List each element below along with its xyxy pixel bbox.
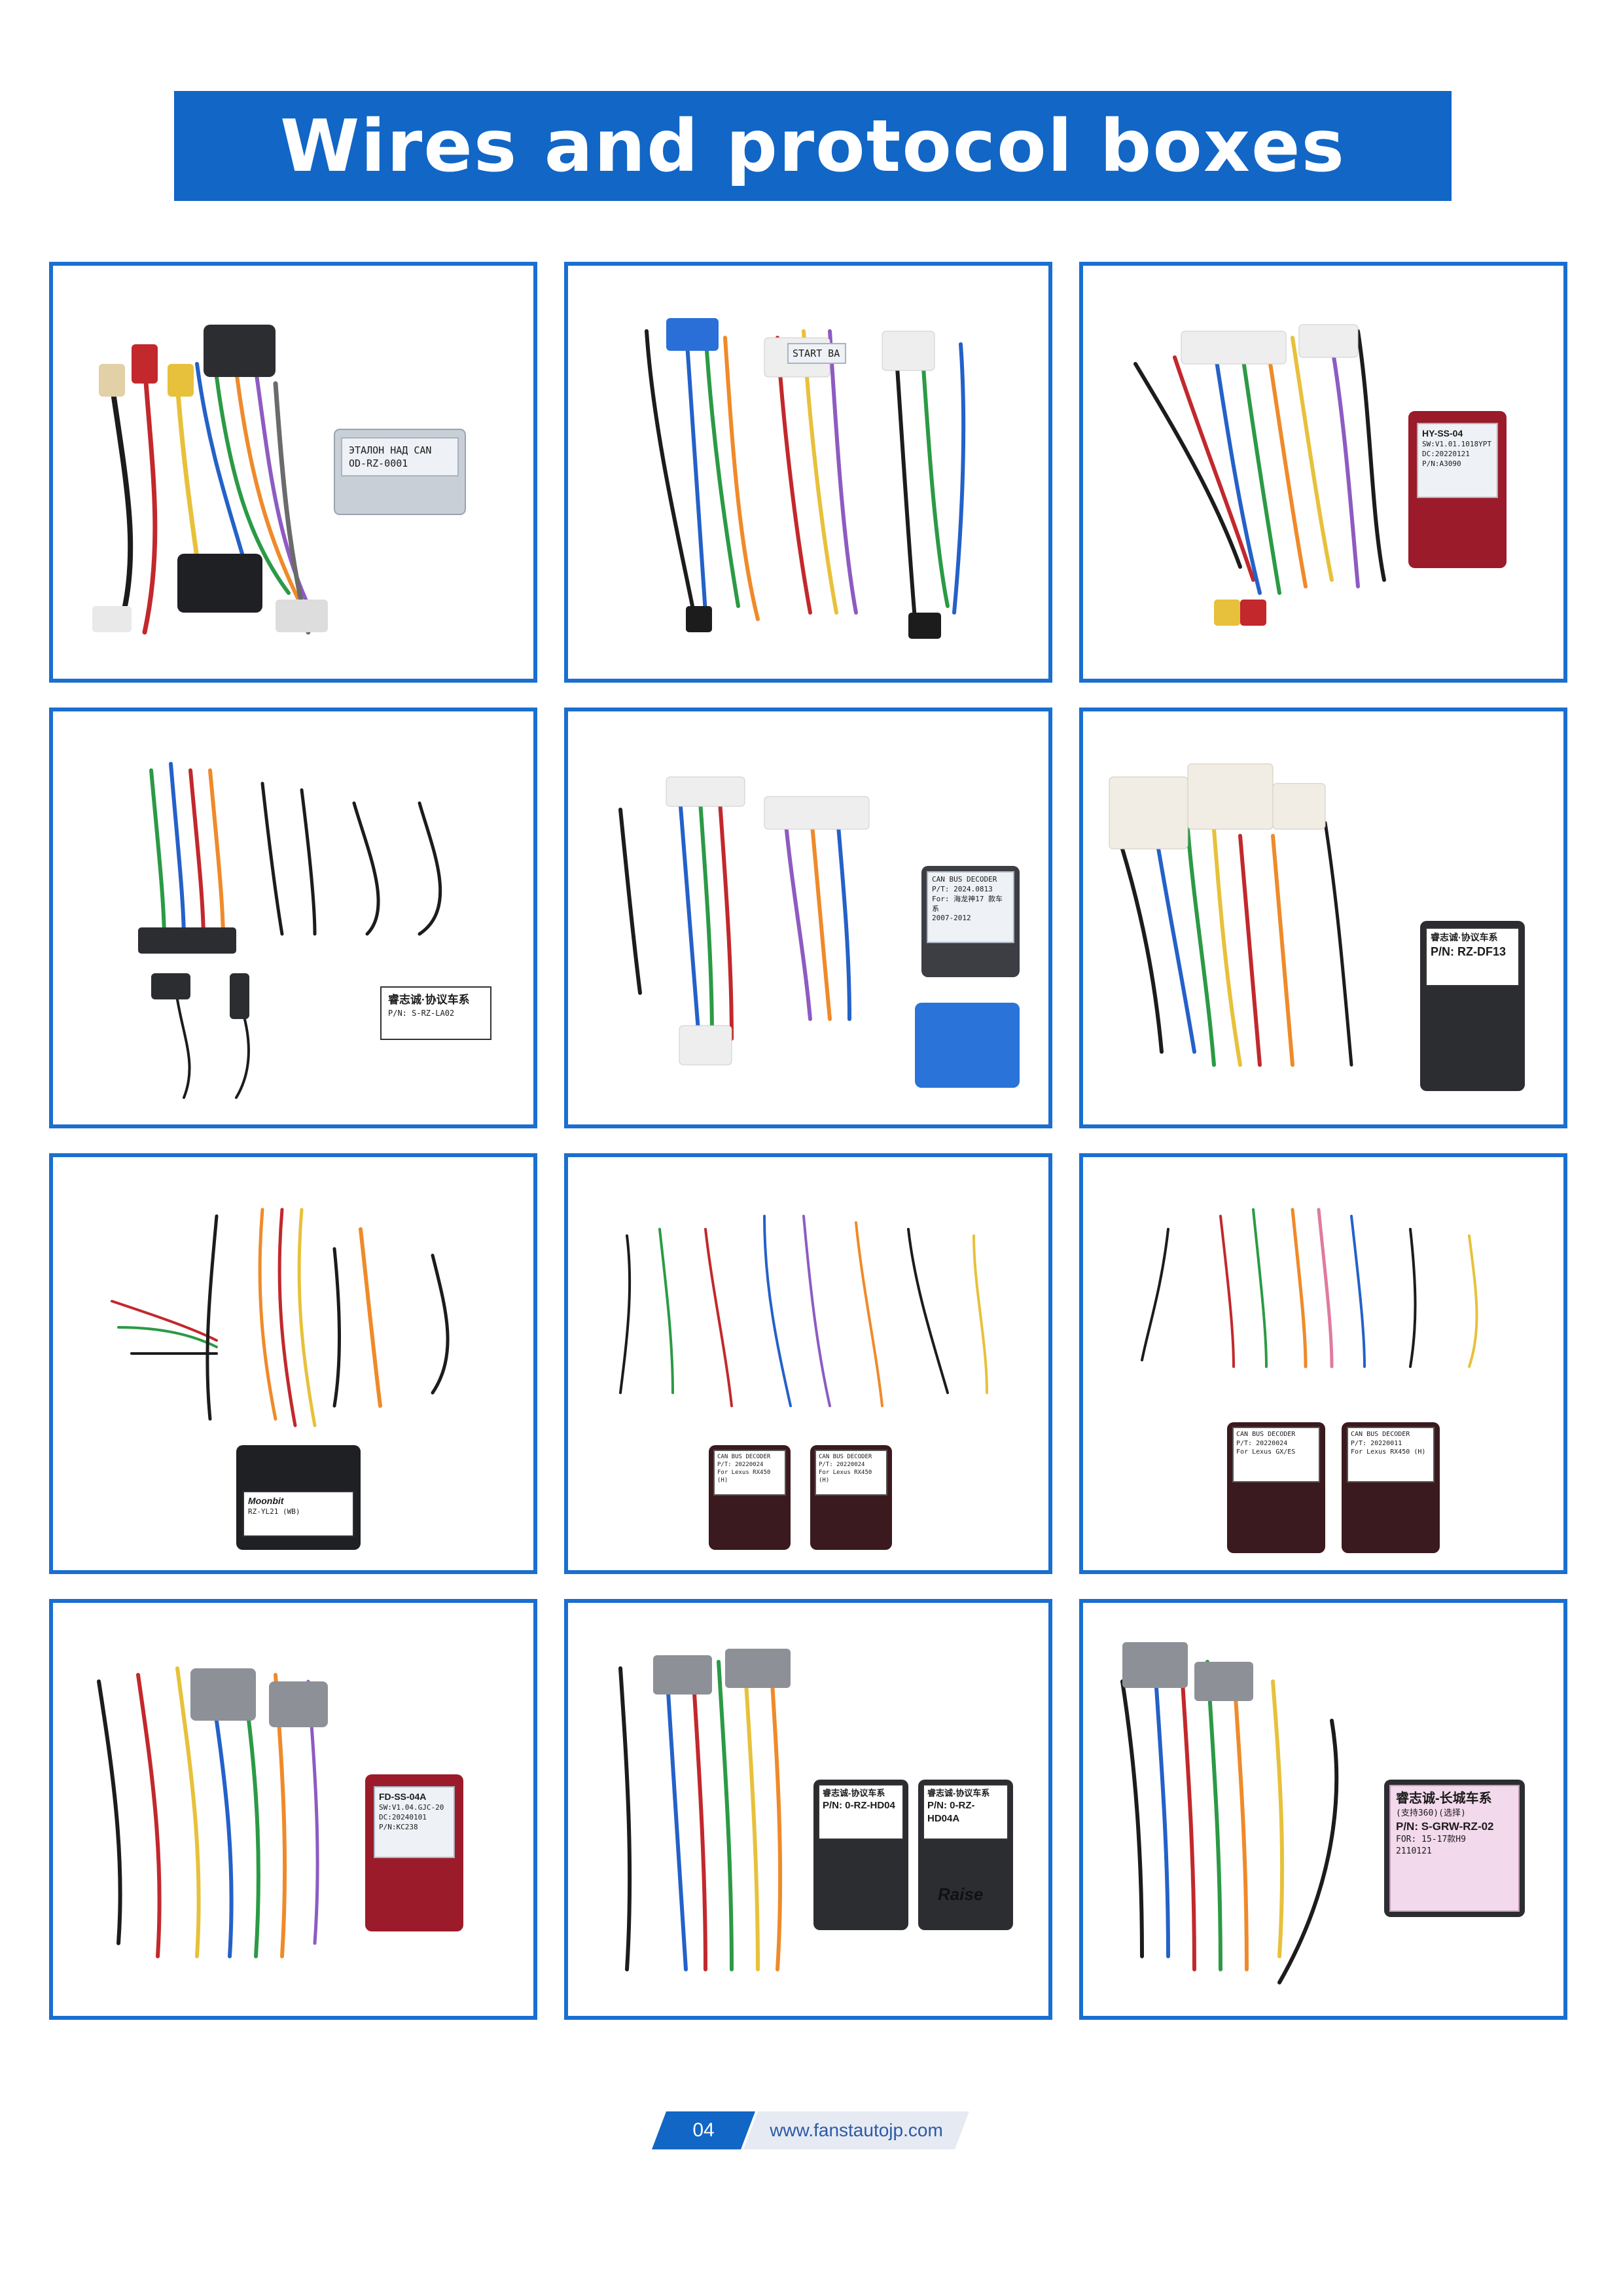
module-label: CAN BUS DECODER P/T: 20220024 For Lexus … xyxy=(1232,1427,1320,1482)
module-label: ЭТАЛОН НАД CAN OD-RZ-0001 xyxy=(341,437,459,476)
module-label: CAN BUS DECODER P/T: 20220024 For Lexus … xyxy=(713,1450,786,1496)
product-card-2: START BA xyxy=(564,262,1052,683)
harness-illustration-8 xyxy=(619,1215,988,1407)
module-label: CAN BUS DECODER P/T: 2024.0813 For: 海龙神1… xyxy=(927,871,1014,943)
module-label: 睿志诚-长城车系 (支持360)(选择) P/N: S-GRW-RZ-02 FO… xyxy=(1389,1785,1520,1912)
harness-illustration-9 xyxy=(1141,1208,1478,1369)
harness-illustration-2 xyxy=(645,318,966,639)
module-label: 睿志诚·协议车系 P/N: RZ-DF13 xyxy=(1425,927,1520,986)
harness-illustration-6 xyxy=(1109,763,1353,1067)
harness-illustration-1 xyxy=(92,325,466,635)
module-label: HY-SS-04 SW:V1.01.1018YPT DC:20220121 P/… xyxy=(1417,423,1498,498)
page-number: 04 xyxy=(652,2111,755,2149)
product-card-5: CAN BUS DECODER P/T: 2024.0813 For: 海龙神1… xyxy=(564,708,1052,1128)
module-label: FD-SS-04A SW:V1.04.GJC-20 DC:20240101 P/… xyxy=(374,1786,455,1858)
harness-illustration-7 xyxy=(111,1208,450,1427)
page-title: Wires and protocol boxes xyxy=(279,104,1346,188)
product-card-4: 睿志诚·协议车系 P/N: S-RZ-LA02 xyxy=(49,708,537,1128)
product-card-3: HY-SS-04 SW:V1.01.1018YPT DC:20220121 P/… xyxy=(1079,262,1567,683)
harness-illustration-10 xyxy=(97,1666,328,1958)
product-card-9: CAN BUS DECODER P/T: 20220024 For Lexus … xyxy=(1079,1153,1567,1574)
connector-tag: START BA xyxy=(787,343,846,364)
protocol-box-blue xyxy=(915,1003,1020,1088)
module-label: CAN BUS DECODER P/T: 20220011 For Lexus … xyxy=(1347,1427,1435,1482)
product-card-1: ЭТАЛОН НАД CAN OD-RZ-0001 xyxy=(49,262,537,683)
module-label: 睿志诚-协议车系 P/N: 0-RZ-HD04A xyxy=(923,1784,1008,1840)
harness-illustration-12 xyxy=(1120,1642,1339,1984)
title-banner: Wires and protocol boxes xyxy=(174,91,1452,201)
product-card-8: CAN BUS DECODER P/T: 20220024 For Lexus … xyxy=(564,1153,1052,1574)
module-label: 睿志诚-协议车系 P/N: 0-RZ-HD04 xyxy=(818,1784,904,1840)
product-card-11: 睿志诚-协议车系 P/N: 0-RZ-HD04 睿志诚-协议车系 P/N: 0-… xyxy=(564,1599,1052,2020)
harness-illustration-11 xyxy=(618,1649,791,1971)
product-card-6: 睿志诚·协议车系 P/N: RZ-DF13 xyxy=(1079,708,1567,1128)
product-card-7: Moonbit RZ-YL21 (WB) xyxy=(49,1153,537,1574)
harness-illustration-3 xyxy=(1133,324,1386,626)
website-link[interactable]: www.fanstautojp.com xyxy=(743,2111,969,2149)
product-card-10: FD-SS-04A SW:V1.04.GJC-20 DC:20240101 P/… xyxy=(49,1599,537,2020)
product-card-12: 睿志诚-长城车系 (支持360)(选择) P/N: S-GRW-RZ-02 FO… xyxy=(1079,1599,1567,2020)
harness-illustration-5 xyxy=(618,776,870,1066)
module-label: Moonbit RZ-YL21 (WB) xyxy=(243,1491,354,1537)
harness-illustration-4 xyxy=(138,762,442,1099)
module-label: 睿志诚·协议车系 P/N: S-RZ-LA02 xyxy=(380,986,491,1040)
module-label: CAN BUS DECODER P/T: 20220024 For Lexus … xyxy=(815,1450,887,1496)
page-footer: 04 www.fanstautojp.com xyxy=(652,2111,972,2149)
raise-logo: Raise xyxy=(938,1884,984,1904)
